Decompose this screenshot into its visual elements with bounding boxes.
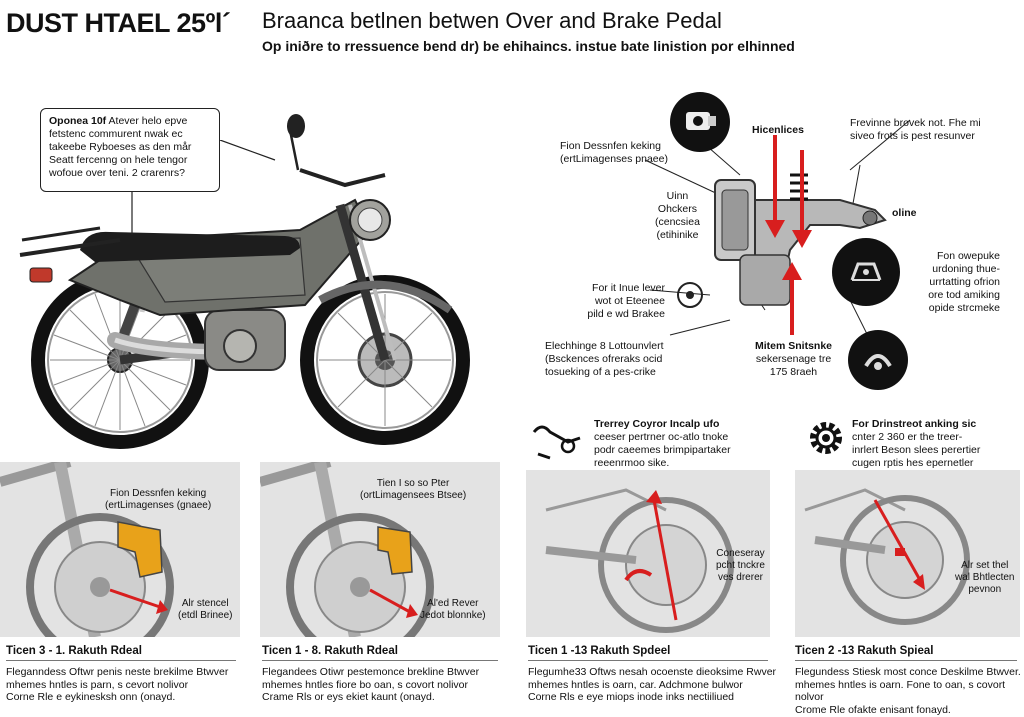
front-brake-label: Fion Dessnfen keking(ertLimagenses pnaee… bbox=[560, 140, 668, 165]
pedal-pivot bbox=[677, 282, 703, 308]
step-panel-1 bbox=[0, 462, 240, 637]
divider bbox=[262, 660, 498, 661]
callout-leader-lines bbox=[131, 140, 276, 235]
callout-heading: Oponea 10f bbox=[49, 115, 107, 127]
info-callout: Oponea 10f Atever helo epve fetstenc com… bbox=[40, 108, 220, 192]
oline-label: oline bbox=[892, 207, 917, 219]
callout-text: fetstenc commurent nwak ec bbox=[49, 128, 183, 140]
force-arrows bbox=[765, 135, 812, 335]
caliper-icon bbox=[670, 92, 730, 152]
callout-text: takeebe Ryboeses as den mår bbox=[49, 141, 192, 153]
hicenlices-label: Hicenlices bbox=[752, 124, 804, 136]
caliper-assembly bbox=[714, 179, 887, 306]
step-1-description: Fleganndess Oftwr penis neste brekilme B… bbox=[6, 666, 229, 703]
brake-linkage-diagram bbox=[644, 119, 911, 341]
panel-1-label-bottom: Alr stencel(etdl Brinee) bbox=[178, 598, 233, 621]
step-2-description: Flegandees Otiwr pestemonce brekline Btw… bbox=[262, 666, 480, 703]
divider bbox=[6, 660, 236, 661]
divider bbox=[528, 660, 768, 661]
pedal-icon bbox=[532, 425, 581, 460]
motorcycle-illustration bbox=[19, 114, 470, 449]
gear-icon bbox=[806, 418, 846, 458]
return-spring bbox=[790, 173, 808, 201]
step-panel-3 bbox=[526, 470, 770, 637]
page-title: DUST HTAEL 25ºl´ bbox=[6, 8, 231, 38]
callout-text: Seatt fercenng on hele tengor bbox=[49, 154, 188, 166]
step-2-title: Ticen 1 - 8. Rakuth Rdeal bbox=[262, 645, 398, 657]
step-panel-4 bbox=[795, 470, 1020, 637]
brake-shoe-icon bbox=[848, 330, 908, 390]
panel-2-label-top: Tien I so so Pter(ortLimagensees Btsee) bbox=[360, 478, 467, 501]
step-3-title: Ticen 1 -13 Rakuth Spdeel bbox=[528, 645, 671, 657]
diagram-subtitle: Op iniðre to rressuence bend dr) be ehih… bbox=[262, 38, 795, 54]
panel-1-label-top: Fion Dessnfen keking(ertLimagenses (gnae… bbox=[105, 488, 212, 511]
callout-text: Atever helo epve bbox=[108, 115, 188, 127]
step-1-title: Ticen 3 - 1. Rakuth Rdeal bbox=[6, 645, 142, 657]
step-panel-2 bbox=[260, 462, 500, 637]
bracket-icon bbox=[832, 238, 900, 306]
divider bbox=[795, 660, 1017, 661]
step-4-description: Flegundess Stiesk most conce Deskilme Bt… bbox=[795, 666, 1021, 716]
diagram-heading: Braanca betlnen betwen Over and Brake Pe… bbox=[262, 8, 722, 33]
step-4-title: Ticen 2 -13 Rakuth Spieal bbox=[795, 645, 934, 657]
step-3-description: Flegumhe33 Oftws nesah ocoenste dieoksim… bbox=[528, 666, 777, 703]
callout-text: wofoue over teni. 2 crarenrs? bbox=[49, 167, 185, 179]
electrange-label: Elechhinge 8 Lottounvlert(Bsckences ofre… bbox=[545, 340, 664, 378]
